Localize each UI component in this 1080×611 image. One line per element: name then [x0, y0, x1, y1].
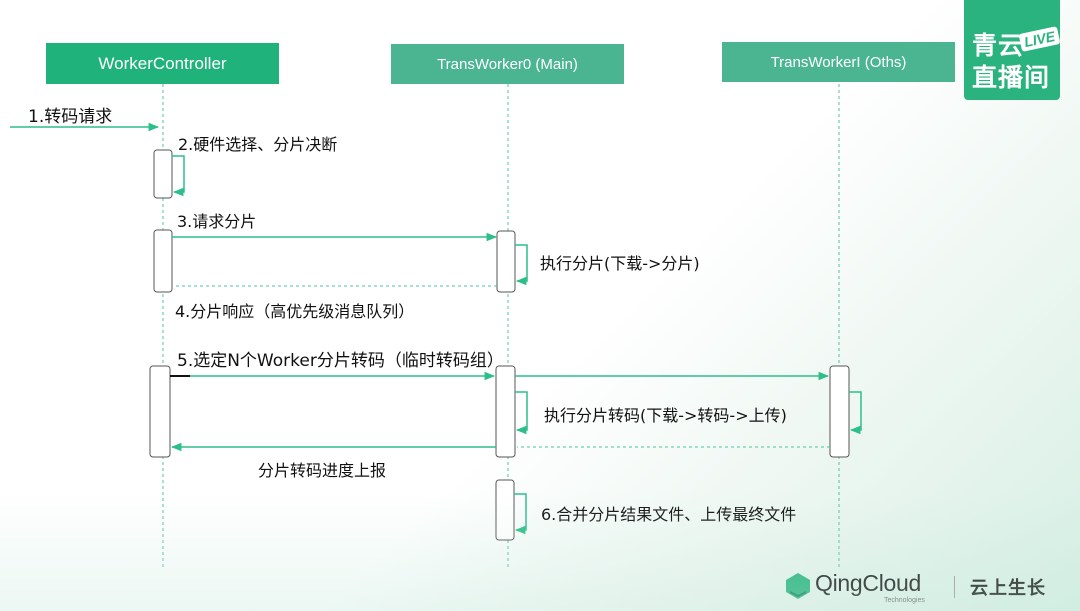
message-label: 5.选定N个Worker分片转码（临时转码组） [177, 351, 504, 371]
self-loop-arrow [172, 155, 185, 197]
live-logo-text: 青云 直播间 [972, 31, 1051, 92]
live-logo [964, 0, 1060, 100]
lane-header-worker-controller: WorkerController [46, 43, 279, 84]
message-label: 2.硬件选择、分片决断 [178, 135, 338, 154]
activation-bar [153, 149, 173, 199]
activation-bar [829, 365, 850, 458]
lane-header-transworker0: TransWorker0 (Main) [391, 44, 624, 84]
lane-header-transworkeri: TransWorkerI (Oths) [722, 42, 955, 82]
activation-bar [153, 229, 173, 293]
self-loop-arrow [849, 391, 862, 435]
activation-bar [496, 230, 516, 293]
brand-divider [954, 576, 955, 598]
process-note: 执行分片(下载->分片) [540, 254, 700, 273]
self-loop-arrow [515, 244, 528, 286]
brand-subtitle: Technologies [884, 597, 925, 604]
process-note: 执行分片转码(下载->转码->上传) [544, 406, 787, 425]
activation-bar [495, 365, 516, 458]
activation-bar [495, 479, 515, 541]
message-label: 分片转码进度上报 [258, 461, 387, 480]
brand-name: QingCloud [815, 570, 921, 596]
brand-slogan: 云上生长 [970, 578, 1046, 599]
message-label: 6.合并分片结果文件、上传最终文件 [541, 505, 797, 524]
message-label: 4.分片响应（高优先级消息队列） [175, 302, 415, 321]
self-loop-arrow [514, 493, 527, 535]
activation-bar [149, 365, 171, 458]
self-loop-arrow [515, 391, 528, 435]
message-label: 3.请求分片 [177, 212, 257, 231]
qingcloud-logo-icon [786, 573, 810, 599]
message-label: 1.转码请求 [28, 107, 113, 127]
